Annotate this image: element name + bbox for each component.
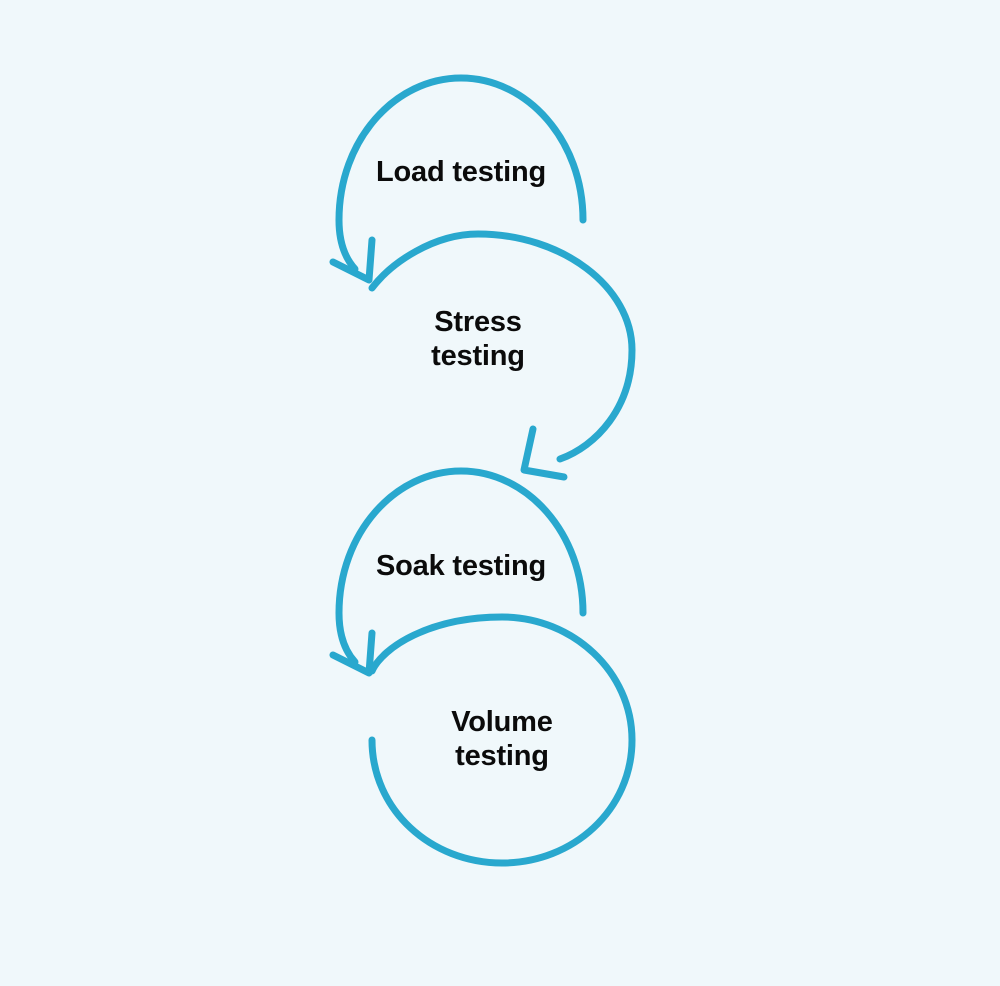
step-2-stress-testing-arc: [368, 230, 636, 481]
step-4-volume-testing-circle: [368, 613, 636, 867]
volume-testing-circle-upper-path: [368, 613, 636, 867]
soak-testing-arrowhead: [329, 629, 376, 677]
load-testing-arc-path: [335, 74, 587, 273]
step-1-load-testing-arc: [329, 74, 587, 284]
step-3-soak-testing-arc: [329, 467, 587, 677]
load-testing-arrowhead: [329, 236, 376, 284]
soak-testing-arc-path: [335, 467, 587, 666]
stress-testing-arrowhead: [520, 425, 568, 481]
stress-testing-arc-path: [368, 230, 636, 463]
